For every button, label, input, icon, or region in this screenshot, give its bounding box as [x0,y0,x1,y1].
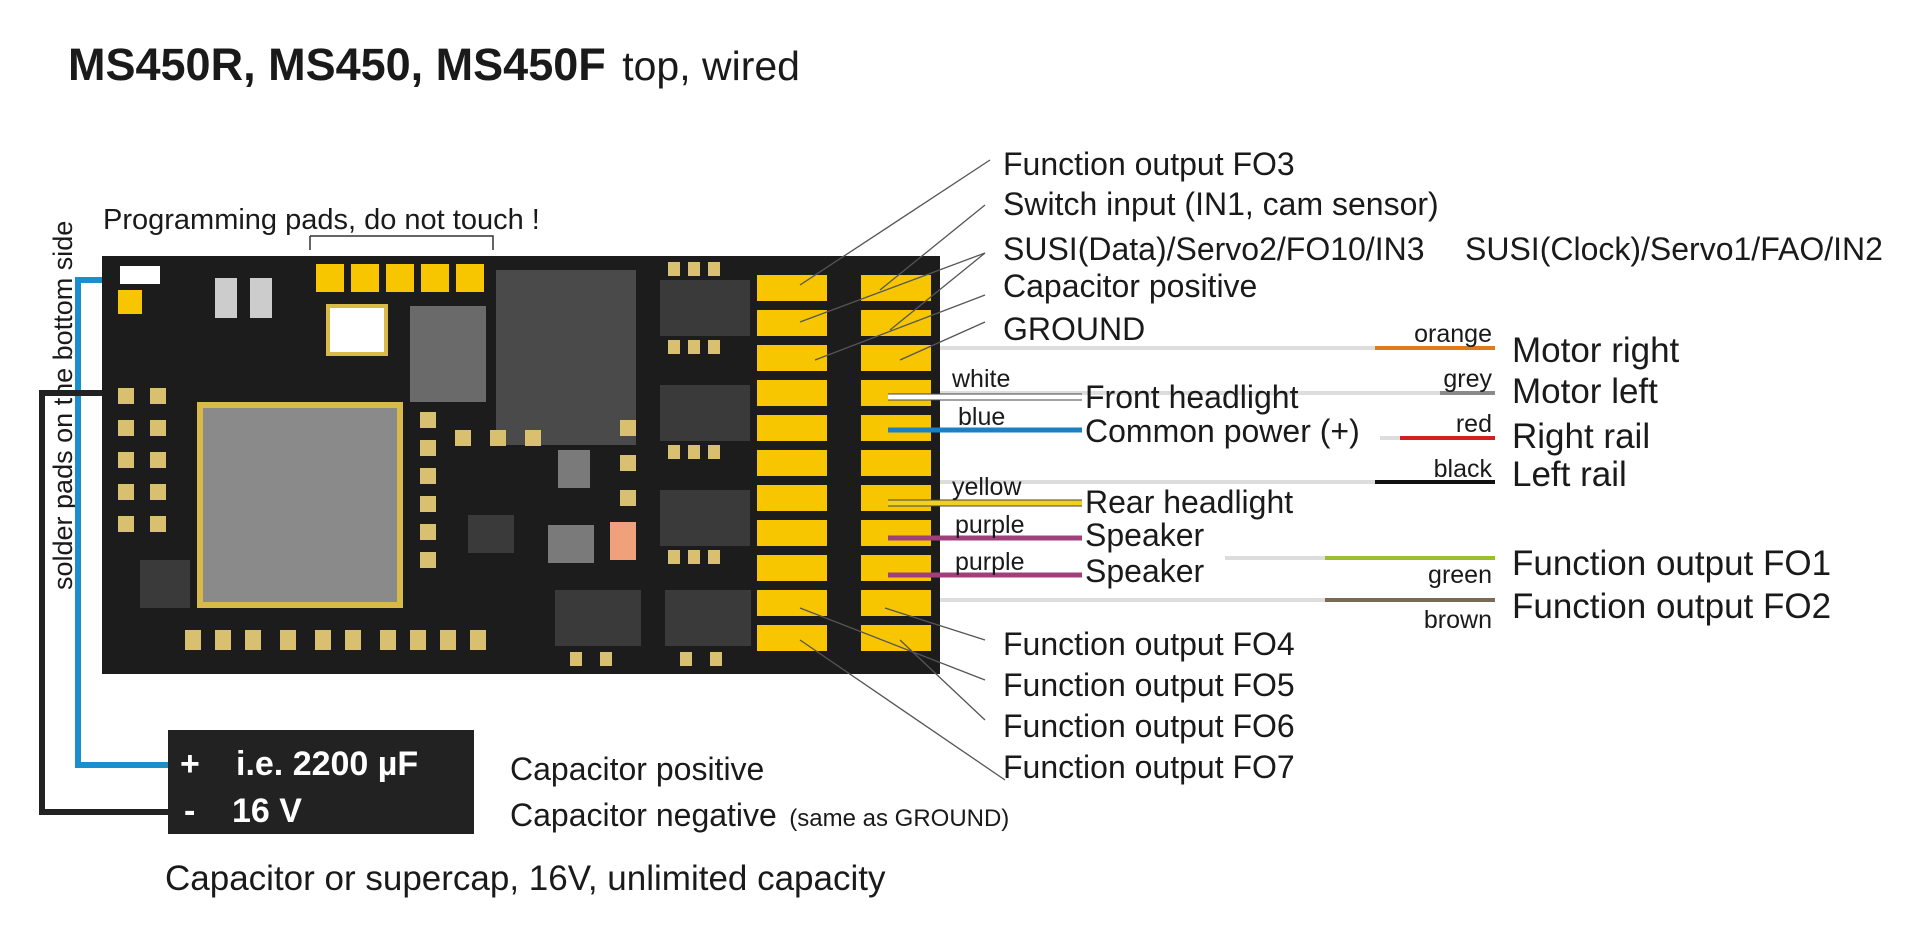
label-capacitor-positive-pad: Capacitor positive [1003,268,1257,304]
capacitor-voltage: 16 V [232,792,302,830]
mosfet-5 [665,590,751,646]
label-capacitor-negative-line: Capacitor negative (same as GROUND) [510,797,1009,833]
capacitor-minus-sign: - [184,792,195,830]
wire-color-green: green [1428,561,1492,589]
upper-leader-lines [799,159,991,361]
mosfet-4 [555,590,641,646]
label-fo1: Function output FO1 [1512,544,1831,583]
middle-wires [888,393,1082,578]
label-front-headlight: Front headlight [1085,379,1299,415]
main-processor-chip [197,402,403,608]
ic-component-left [140,560,190,608]
solder-pads [757,275,931,651]
label-fo5: Function output FO5 [1003,667,1295,703]
smd-components [118,262,722,666]
capacitor-capacity: i.e. 2200 µF [236,745,418,783]
capacitor-positive-wire [75,277,170,768]
crystal-component [326,304,388,356]
label-speaker-1: Speaker [1085,517,1205,553]
label-fo2: Function output FO2 [1512,587,1831,626]
capacitor-caption: Capacitor or supercap, 16V, unlimited ca… [165,859,886,898]
programming-pads-bracket [309,235,494,250]
wire-color-grey: grey [1443,365,1492,393]
wire-color-red: red [1456,410,1492,438]
title-suffix: top, wired [622,43,800,89]
label-fo6: Function output FO6 [1003,708,1295,744]
capacitor-body [168,730,474,834]
label-speaker-2: Speaker [1085,553,1205,589]
label-left-rail: Left rail [1512,455,1627,494]
bottom-side-note: solder pads on the bottom side [48,221,78,590]
label-susi-clock: SUSI(Clock)/Servo1/FAO/IN2 [1465,231,1883,267]
label-common-power: Common power (+) [1085,413,1360,449]
amplifier-chip [496,270,636,445]
label-ground: GROUND [1003,311,1145,347]
label-capacitor-negative: Capacitor negative [510,797,777,833]
label-right-rail: Right rail [1512,417,1650,456]
regulator-chip [410,306,486,402]
programming-pads [316,264,484,292]
mosfet-1 [660,280,750,336]
transistor-component [558,450,590,488]
wire-color-purple-2: purple [955,548,1025,576]
label-fo4: Function output FO4 [1003,626,1295,662]
label-capacitor-positive: Capacitor positive [510,751,764,787]
title-models: MS450R, MS450, MS450F [68,39,606,90]
wire-color-white: white [951,365,1010,393]
wire-color-purple-1: purple [955,511,1025,539]
lower-leader-lines [799,607,1006,781]
right-wires [940,346,1495,602]
label-switch-input: Switch input (IN1, cam sensor) [1003,186,1439,222]
mosfet-3 [660,490,750,546]
wire-color-black: black [1434,455,1493,483]
wire-color-blue: blue [958,403,1005,431]
diagram-title: MS450R, MS450, MS450F top, wired [68,39,800,90]
mosfet-2 [660,385,750,441]
small-chip [548,525,594,563]
capacitor-plus-sign: + [180,745,200,783]
programming-pads-note: Programming pads, do not touch ! [103,204,540,236]
label-motor-right: Motor right [1512,331,1680,370]
wire-color-brown: brown [1424,606,1492,634]
wire-color-orange: orange [1414,320,1492,348]
decoder-board [102,256,940,674]
ic-component [468,515,514,553]
label-susi-data: SUSI(Data)/Servo2/FO10/IN3 [1003,231,1424,267]
label-motor-left: Motor left [1512,372,1658,411]
wire-color-yellow: yellow [952,473,1022,501]
capacitor-negative-wire [39,390,170,815]
label-capacitor-negative-note: (same as GROUND) [789,805,1009,832]
capacitor-box: + i.e. 2200 µF - 16 V [168,730,474,834]
label-fo7: Function output FO7 [1003,749,1295,785]
label-fo3: Function output FO3 [1003,146,1295,182]
label-rear-headlight: Rear headlight [1085,484,1293,520]
resistor-component [610,522,636,560]
